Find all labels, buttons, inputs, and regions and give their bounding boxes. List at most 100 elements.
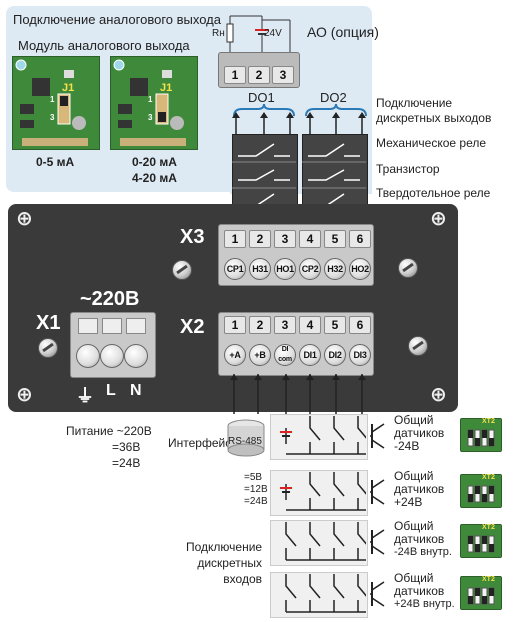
do1-label: DO1: [248, 90, 275, 105]
x3-screw-right: [398, 258, 418, 278]
xt2-label-3: XT2: [482, 524, 495, 531]
x1-ground-symbol: ⏚: [76, 386, 94, 407]
power-line-2: =36В: [112, 440, 141, 454]
module-board-0-5: [12, 56, 100, 150]
input-switches-1: [280, 416, 366, 455]
xt2-label-4: XT2: [482, 576, 495, 583]
voltage-12: =12В: [244, 484, 268, 495]
rs485-device-icon: [227, 419, 265, 457]
x3-terminal-2[interactable]: 2: [249, 230, 271, 248]
x2-terminal-2[interactable]: 2: [249, 316, 271, 334]
x3-terminal-6[interactable]: 6: [349, 230, 371, 248]
jumper-label-1: J1: [62, 82, 75, 94]
corner-screw-tl: ⊕: [16, 206, 33, 230]
x3-label: X3: [180, 226, 205, 248]
corner-screw-bl: ⊕: [16, 382, 33, 406]
x1-screw-left: [38, 338, 58, 358]
input-switches-4: [285, 574, 366, 613]
ao-terminal-2[interactable]: 2: [248, 66, 270, 84]
x2-terminal-3[interactable]: 3: [274, 316, 296, 334]
input-transistor-icon-2: [370, 479, 385, 505]
x3-pin-6[interactable]: HO2: [349, 258, 371, 280]
x2-terminal-5[interactable]: 5: [324, 316, 346, 334]
x3-terminal-5[interactable]: 5: [324, 230, 346, 248]
mode-0-20: 0-20 мА: [132, 155, 177, 169]
x2-terminal-1[interactable]: 1: [224, 316, 246, 334]
outputs-conn-label: Подключение дискретных выходов: [376, 96, 492, 125]
ao-terminal-1[interactable]: 1: [224, 66, 246, 84]
x3-pin-2[interactable]: H31: [249, 258, 271, 280]
xt2-jumpers-1: [467, 429, 495, 447]
input-switches-2: [280, 472, 366, 511]
ao-terminal-3[interactable]: 3: [272, 66, 294, 84]
x3-pin-3[interactable]: HO1: [274, 258, 296, 280]
xt2-board-3: [460, 524, 502, 558]
x2-pin-4[interactable]: DI1: [299, 344, 321, 366]
xt2-board-1: [460, 418, 502, 452]
x2-screw-right: [408, 336, 428, 356]
corner-screw-br: ⊕: [430, 382, 447, 406]
x2-label: X2: [180, 316, 205, 338]
x3-terminal-4[interactable]: 4: [299, 230, 321, 248]
x2-pin-6[interactable]: DI3: [349, 344, 371, 366]
x3-pin-5[interactable]: H32: [324, 258, 346, 280]
input-transistor-icon-1: [370, 423, 385, 449]
x1-screw-terminal-1[interactable]: [76, 344, 100, 368]
inputs-conn-label-2: дискретных: [197, 556, 262, 570]
relay-symbols: [232, 143, 366, 207]
jumper-pin-1a: 1: [50, 95, 55, 104]
xt2-board-4: [460, 576, 502, 610]
do2-label: DO2: [320, 90, 347, 105]
x1-screw-terminal-3[interactable]: [124, 344, 148, 368]
analog-output-title: Подключение аналогового выхода: [13, 12, 221, 27]
x1-slot-2: [102, 318, 122, 334]
x3-screw-left: [172, 260, 192, 280]
xt2-jumpers-2: [467, 485, 495, 503]
x1-screw-terminal-2[interactable]: [100, 344, 124, 368]
input-variant-line3-4: +24В внутр.: [394, 598, 455, 610]
corner-screw-tr: ⊕: [430, 206, 447, 230]
mode-0-5: 0-5 мА: [36, 155, 75, 169]
module-board-details-0-5: [15, 59, 88, 146]
relay-type-mech: Механическое реле: [376, 136, 487, 150]
interface-label: Интерфейс: [168, 436, 232, 450]
voltage-24: =24В: [244, 496, 268, 507]
relay-type-transistor: Транзистор: [376, 162, 440, 176]
xt2-label-2: XT2: [482, 474, 495, 481]
xt2-jumpers-4: [467, 587, 495, 605]
analog-module-title: Модуль аналогового выхода: [18, 38, 190, 53]
outputs-arrows: [232, 104, 367, 134]
x3-terminal-3[interactable]: 3: [274, 230, 296, 248]
jumper-pin-1b: 1: [148, 95, 153, 104]
relay-type-ssr: Твердотельное реле: [376, 186, 491, 200]
x2-terminal-6[interactable]: 6: [349, 316, 371, 334]
rs485-label: RS-485: [228, 436, 262, 447]
power-line-1: Питание ~220В: [66, 424, 152, 438]
x1-label: X1: [36, 312, 61, 334]
x2-pin-2[interactable]: +B: [249, 344, 271, 366]
v24-label: 24V: [264, 28, 282, 39]
input-variant-line1-3: Общий: [394, 519, 434, 533]
inputs-conn-label-1: Подключение: [186, 540, 263, 554]
x3-terminal-1[interactable]: 1: [224, 230, 246, 248]
x3-pin-4[interactable]: CP2: [299, 258, 321, 280]
x3-pin-1[interactable]: CP1: [224, 258, 246, 280]
x2-pin-3[interactable]: DI com: [274, 344, 296, 366]
power-line-3: =24В: [112, 456, 141, 470]
jumper-pin-3b: 3: [148, 113, 153, 122]
x1-n-label: N: [130, 382, 142, 399]
x1-slot-1: [78, 318, 98, 334]
input-variant-line2-1: датчиков: [394, 426, 445, 440]
jumper-pin-3a: 3: [50, 113, 55, 122]
xt2-label-1: XT2: [482, 418, 495, 425]
xt2-jumpers-3: [467, 535, 495, 553]
x2-pin-1[interactable]: +A: [224, 344, 246, 366]
input-variant-line2-3: датчиков: [394, 532, 445, 546]
mode-4-20: 4-20 мА: [132, 171, 177, 185]
input-variant-line1-4: Общий: [394, 571, 434, 585]
x2-terminal-4[interactable]: 4: [299, 316, 321, 334]
x2-pin-5[interactable]: DI2: [324, 344, 346, 366]
input-variant-line3-3: -24В внутр.: [394, 546, 452, 558]
rn-label: Rн: [212, 28, 225, 39]
x1-slot-3: [126, 318, 146, 334]
